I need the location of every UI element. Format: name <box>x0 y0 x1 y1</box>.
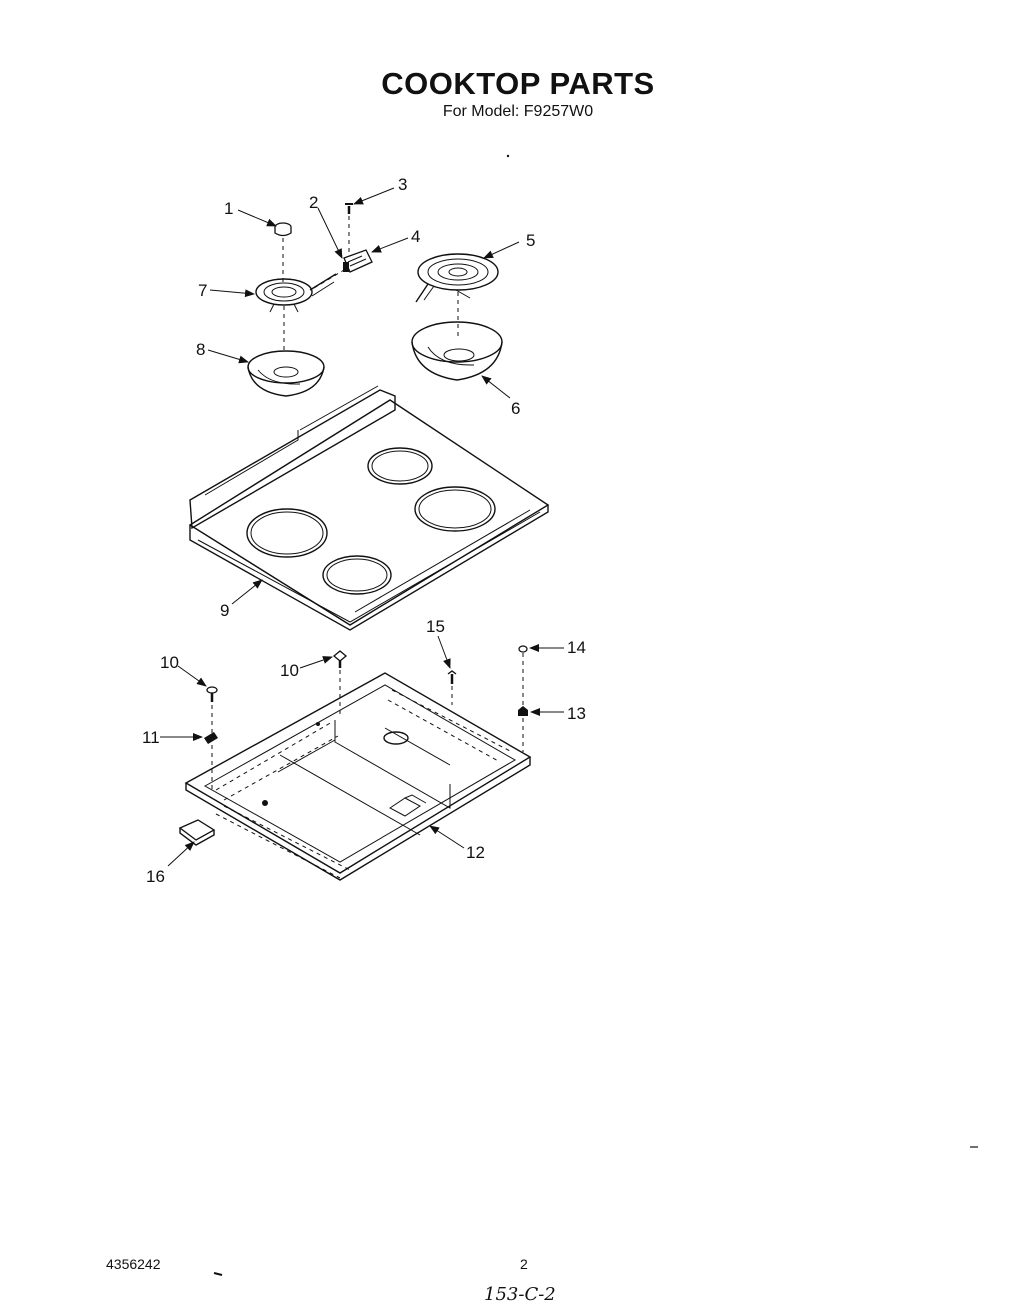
model-subtitle: For Model: F9257W0 <box>442 103 594 120</box>
scan-speck <box>506 154 510 158</box>
callout-leaders <box>160 187 564 867</box>
scan-mark-footer <box>213 1272 223 1276</box>
part-screw-middle <box>332 650 348 668</box>
callout-8: 8 <box>196 340 205 359</box>
callout-13: 13 <box>567 704 586 723</box>
part-small-element <box>255 273 337 313</box>
footer-handwritten-code: 153-C-2 <box>484 1284 556 1305</box>
part-screw-left <box>206 686 218 702</box>
part-small-drip-bowl <box>247 350 325 397</box>
callout-3: 3 <box>398 175 407 194</box>
callout-6: 6 <box>511 399 520 418</box>
part-terminal-block <box>343 249 373 273</box>
part-screw-right <box>447 670 457 684</box>
footer-page-number: 2 <box>520 1256 528 1272</box>
part-clip <box>204 732 218 744</box>
part-stud <box>518 645 528 653</box>
part-large-drip-bowl <box>411 321 503 381</box>
callout-7: 7 <box>198 281 207 300</box>
callout-9: 9 <box>220 601 229 620</box>
callout-15: 15 <box>426 617 445 636</box>
part-nut <box>518 706 528 716</box>
callout-16: 16 <box>146 867 165 886</box>
part-screw-top <box>345 203 353 214</box>
part-burner-box <box>184 672 532 881</box>
callout-1: 1 <box>224 199 233 218</box>
callout-5: 5 <box>526 231 535 250</box>
callout-14: 14 <box>567 638 586 657</box>
callout-11: 11 <box>142 728 160 747</box>
callout-10-left: 10 <box>160 653 179 672</box>
part-bracket <box>178 819 216 846</box>
callout-12: 12 <box>466 843 485 862</box>
callout-4: 4 <box>411 227 420 246</box>
part-large-element <box>415 253 499 303</box>
part-knob <box>274 222 292 237</box>
part-cooktop-panel <box>188 385 550 631</box>
footer-part-number: 4356242 <box>106 1256 161 1272</box>
callout-2: 2 <box>309 193 318 212</box>
callout-10-middle: 10 <box>280 661 299 680</box>
page-title: COOKTOP PARTS <box>381 66 655 101</box>
